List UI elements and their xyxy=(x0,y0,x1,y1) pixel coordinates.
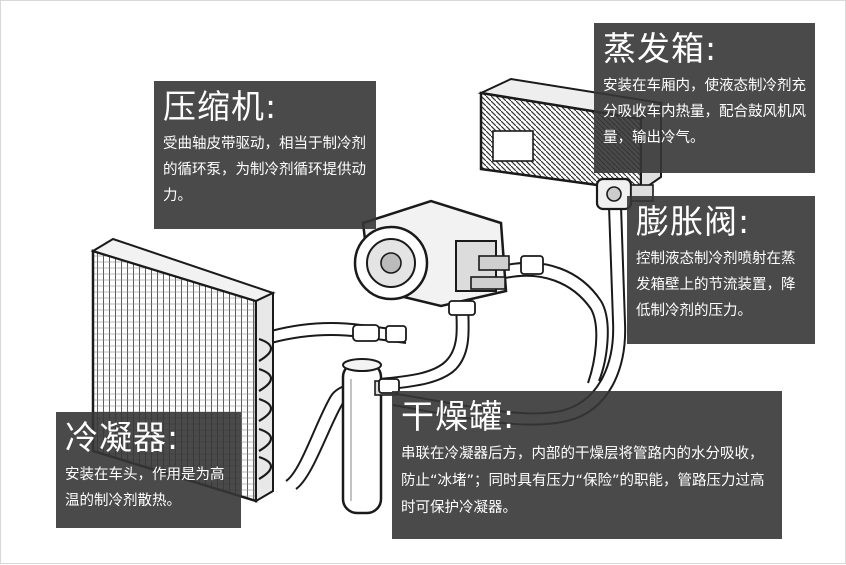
compressor-description: 受曲轴皮带驱动，相当于制冷剂的循环泵，为制冷剂循环提供动力。 xyxy=(163,136,366,204)
receiver-drier-description: 串联在冷凝器后方，内部的干燥层将管路内的水分吸收，防止“冰堵”；同时具有压力“保… xyxy=(401,446,765,516)
receiver-drier-canister xyxy=(341,358,398,515)
compressor-title: 压缩机: xyxy=(163,87,278,126)
condenser-title: 冷凝器: xyxy=(65,418,180,457)
expansion-valve-description: 控制液态制冷剂喷射在蒸发箱壁上的节流装置，降低制冷剂的压力。 xyxy=(636,251,796,319)
evaporator-title: 蒸发箱: xyxy=(603,29,718,68)
expansion-valve-title: 膨胀阀: xyxy=(636,202,751,241)
pipe-fittings xyxy=(352,255,544,394)
evaporator-callout: 蒸发箱: 安装在车厢内，使液态制冷剂充分吸收车内热量，配合鼓风机风量，输出冷气。 xyxy=(594,23,815,173)
evaporator-description: 安装在车厢内，使液态制冷剂充分吸收车内热量，配合鼓风机风量，输出冷气。 xyxy=(603,78,806,146)
compressor-callout: 压缩机: 受曲轴皮带驱动，相当于制冷剂的循环泵，为制冷剂循环提供动力。 xyxy=(154,81,376,229)
receiver-drier-callout: 干燥罐: 串联在冷凝器后方，内部的干燥层将管路内的水分吸收，防止“冰堵”；同时具… xyxy=(392,391,782,539)
condenser-callout: 冷凝器: 安装在车头，作用是为高温的制冷剂散热。 xyxy=(56,412,241,528)
receiver-drier-title: 干燥罐: xyxy=(401,397,516,436)
compressor-unit xyxy=(353,199,510,308)
condenser-description: 安装在车头，作用是为高温的制冷剂散热。 xyxy=(65,467,225,509)
expansion-valve-callout: 膨胀阀: 控制液态制冷剂喷射在蒸发箱壁上的节流装置，降低制冷剂的压力。 xyxy=(627,196,815,344)
